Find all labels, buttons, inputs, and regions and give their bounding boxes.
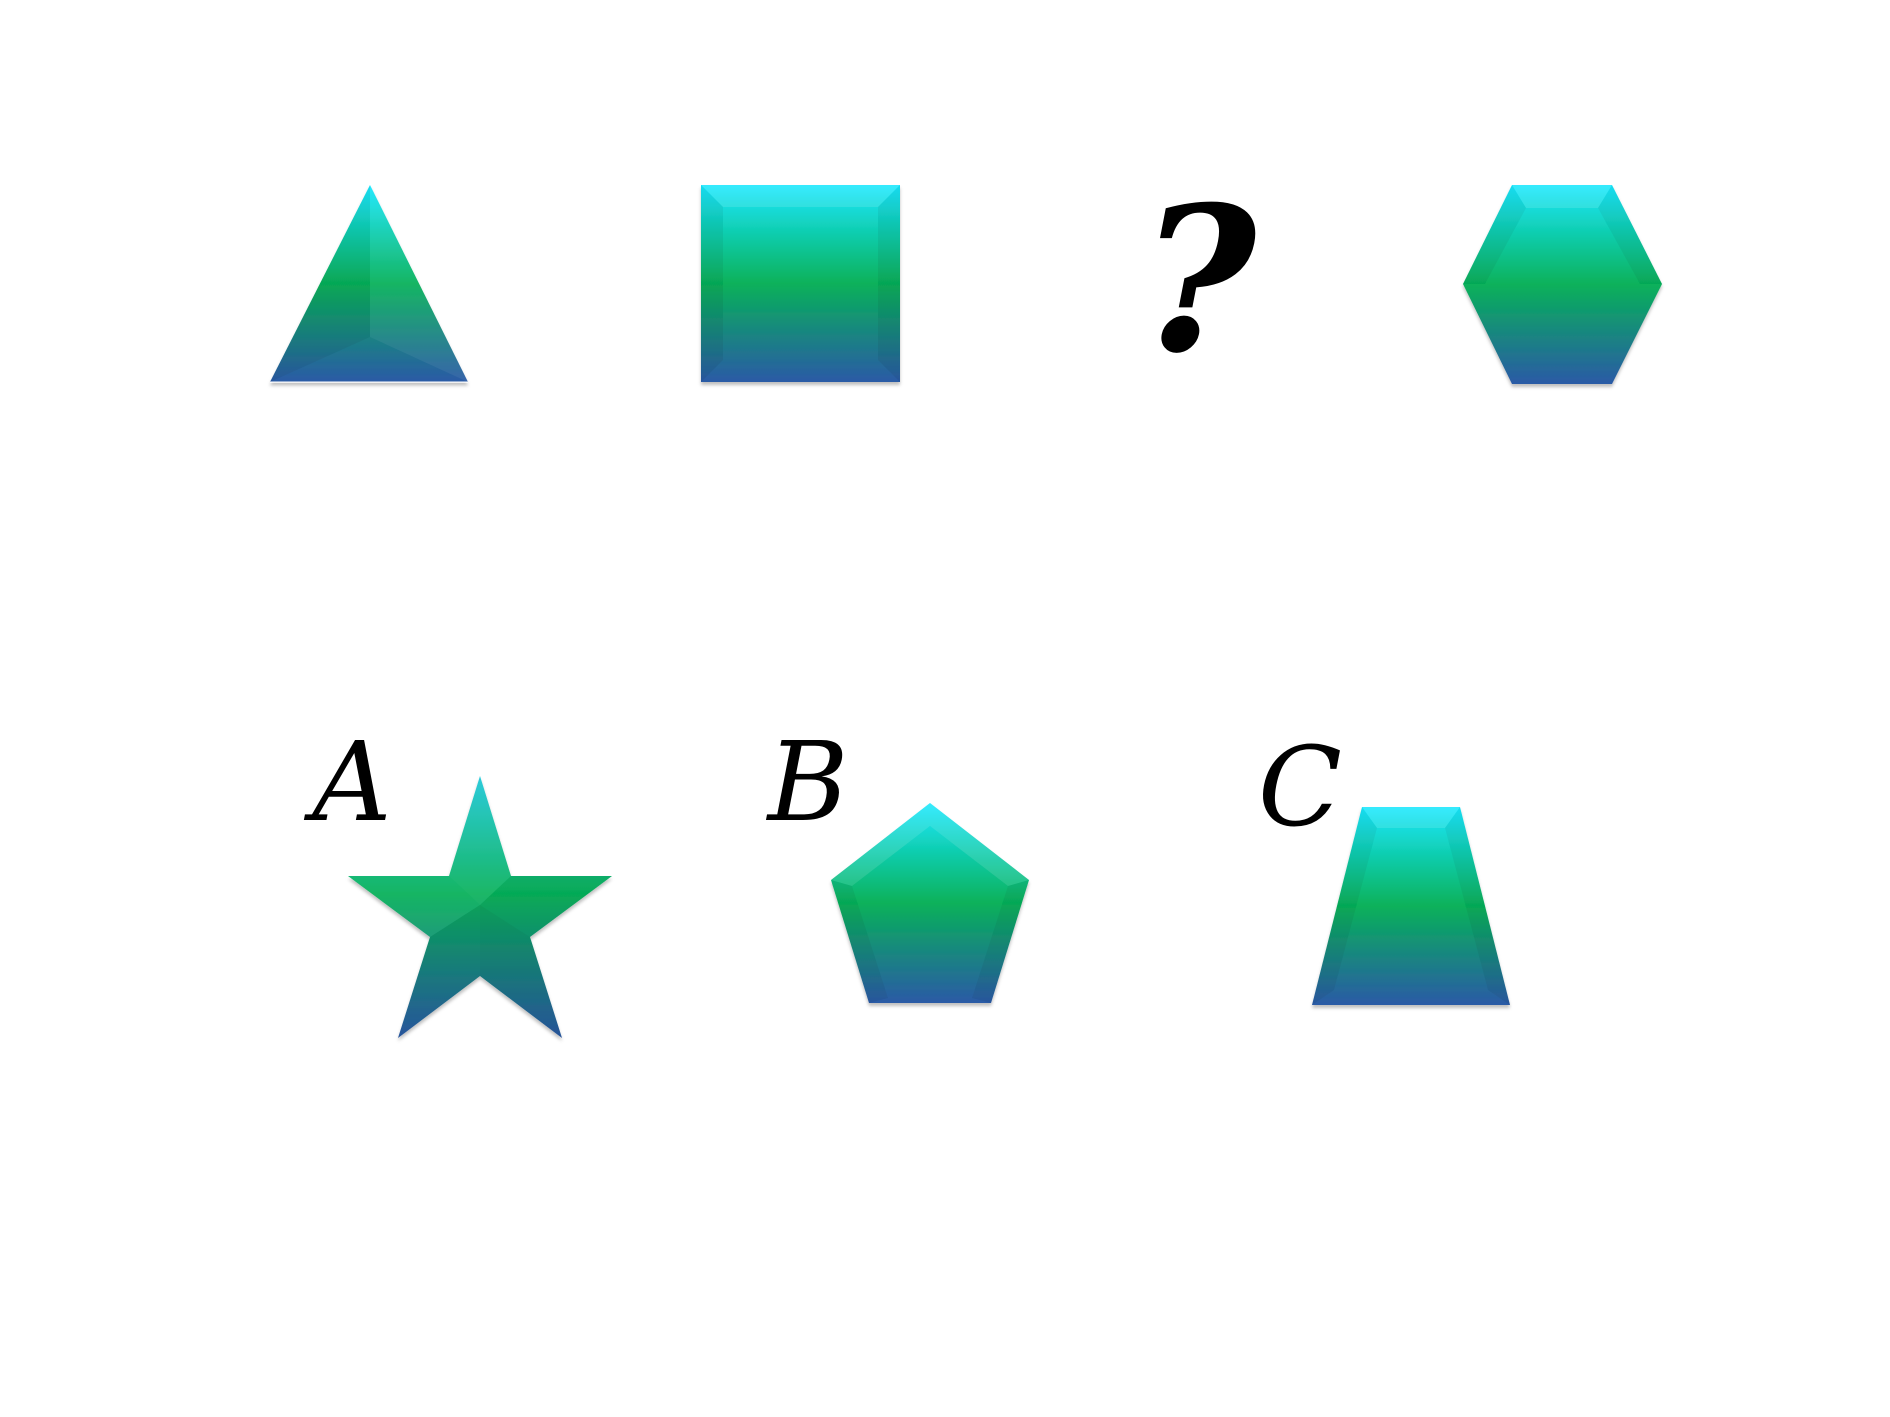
option-c-trapezoid [1312,807,1510,1005]
option-a-star [348,776,612,1038]
option-b-pentagon [831,803,1029,1003]
sequence-triangle [270,185,468,383]
option-c-label: C [1258,723,1342,851]
sequence-square [701,185,900,382]
option-b-label: B [766,718,849,846]
question-mark: ? [1139,163,1258,398]
option-a-label: A [303,718,391,846]
options-row: A B C [303,718,1510,1038]
sequence-row: ? [270,163,1662,398]
sequence-hexagon [1463,185,1662,384]
